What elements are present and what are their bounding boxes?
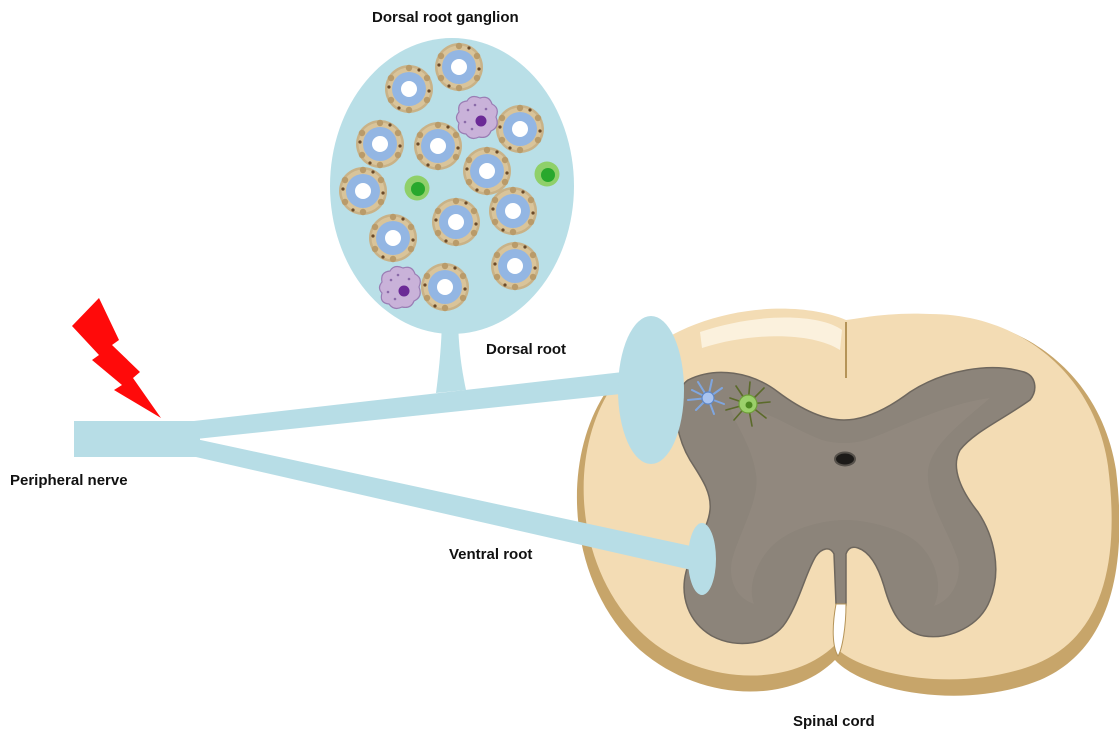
lymphocyte-cell-icon (405, 176, 430, 201)
neuron-cell-icon (369, 214, 417, 262)
neuron-cell-icon (463, 147, 511, 195)
neuron-cell-icon (435, 43, 483, 91)
neuron-cell-icon (339, 167, 387, 215)
lymphocyte-cell-icon (535, 162, 560, 187)
peripheral-nerve (74, 421, 200, 457)
neuron-cell-icon (432, 198, 480, 246)
label-dorsal-root-ganglion: Dorsal root ganglion (372, 9, 519, 26)
label-spinal-cord: Spinal cord (793, 713, 875, 730)
ventral-root-terminal (688, 523, 716, 595)
neuron-cell-icon (414, 122, 462, 170)
dorsal-root-ganglion (330, 38, 574, 334)
neuron-cell-icon (496, 105, 544, 153)
central-canal (835, 453, 855, 466)
label-dorsal-root: Dorsal root (486, 341, 566, 358)
label-peripheral-nerve: Peripheral nerve (10, 472, 128, 489)
dorsal-root (194, 370, 640, 439)
neuron-cell-icon (356, 120, 404, 168)
lightning-bolt-icon (72, 298, 161, 418)
neuron-cell-icon (491, 242, 539, 290)
neuron-cell-icon (421, 263, 469, 311)
label-ventral-root: Ventral root (449, 546, 532, 563)
neuron-cell-icon (489, 187, 537, 235)
neuron-cell-icon (385, 65, 433, 113)
dorsal-root-terminal (618, 316, 684, 464)
